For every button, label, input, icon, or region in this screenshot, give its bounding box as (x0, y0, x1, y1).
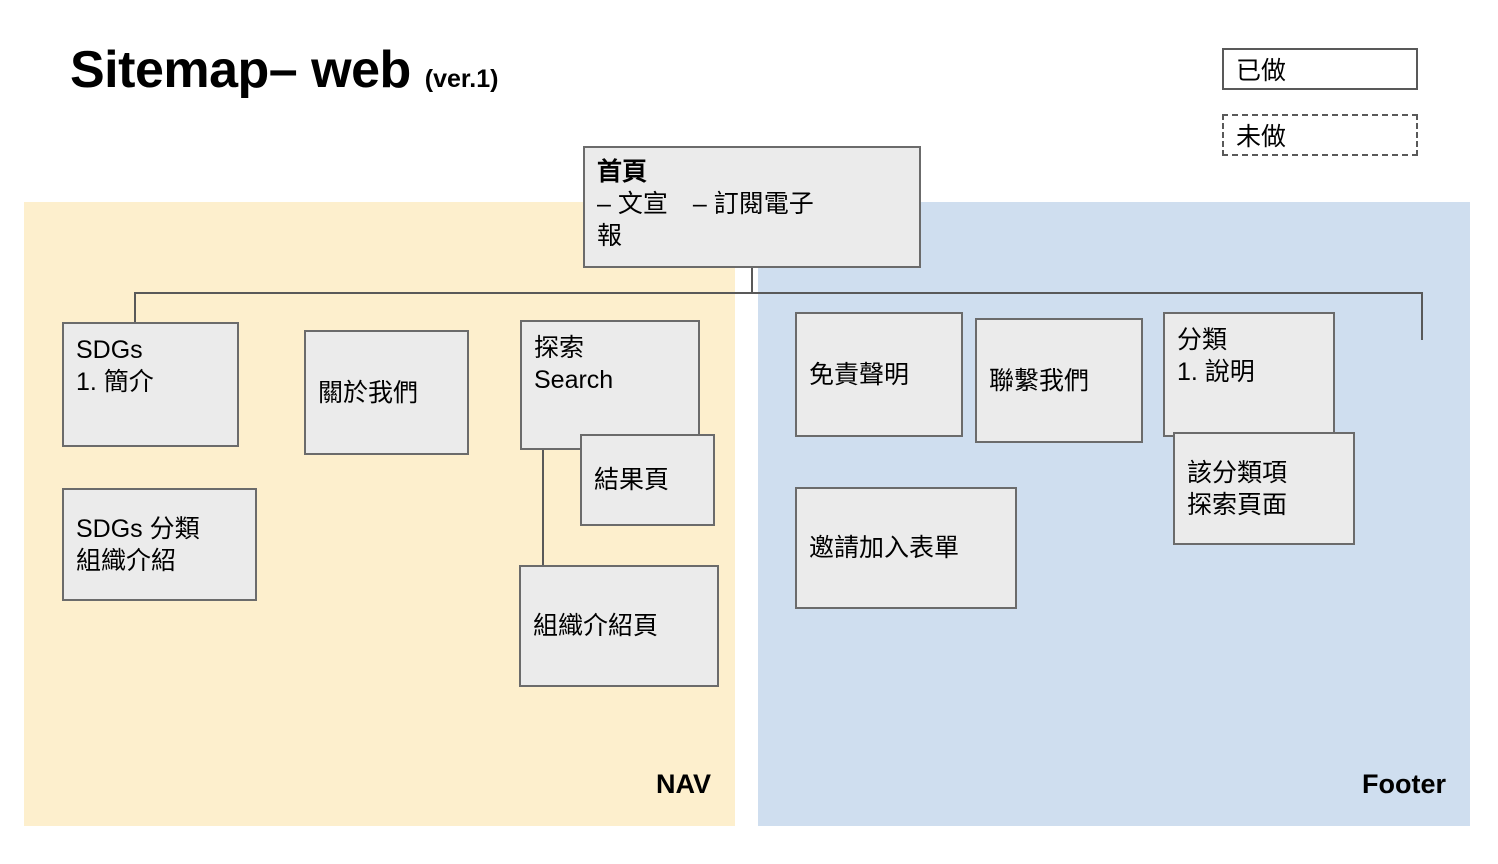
node-sdgs-category-line1: SDGs 分類 (76, 514, 200, 543)
legend-todo-label: 未做 (1236, 123, 1287, 151)
node-category[interactable]: 分類 1. 說明 (1163, 312, 1335, 437)
node-sdgs-category-org-intro[interactable]: SDGs 分類 組織介紹 (62, 488, 257, 601)
node-category-line2: 1. 說明 (1177, 358, 1255, 386)
page-title: Sitemap– web (ver.1) (70, 44, 498, 96)
node-category-explore-line1: 該分類項 (1187, 458, 1288, 487)
node-disclaimer[interactable]: 免責聲明 (795, 312, 963, 437)
node-explore-search[interactable]: 探索 Search (520, 320, 700, 450)
node-category-line1: 分類 (1177, 326, 1228, 354)
node-category-explore-page[interactable]: 該分類項 探索頁面 (1173, 432, 1355, 545)
legend-done-label: 已做 (1236, 57, 1287, 85)
node-result-page-label: 結果頁 (594, 466, 670, 494)
node-disclaimer-label: 免責聲明 (809, 360, 910, 389)
node-org-intro-page[interactable]: 組織介紹頁 (519, 565, 719, 687)
node-invite-join-form-label: 邀請加入表單 (809, 534, 960, 562)
node-invite-join-form[interactable]: 邀請加入表單 (795, 487, 1017, 609)
section-nav-label: NAV (655, 769, 711, 799)
section-footer-label: Footer (1362, 769, 1446, 799)
node-contact-us-label: 聯繫我們 (989, 366, 1090, 395)
node-sdgs-line2: 1. 簡介 (76, 368, 154, 396)
node-sdgs[interactable]: SDGs 1. 簡介 (62, 322, 239, 447)
node-result-page[interactable]: 結果頁 (580, 434, 715, 526)
node-home-sub-line1: – 文宣 – 訂閱電子 (597, 190, 814, 218)
node-explore-line1: 探索 (534, 334, 585, 362)
node-category-explore-line2: 探索頁面 (1187, 490, 1288, 519)
node-explore-line2: Search (534, 366, 614, 394)
node-about-us[interactable]: 關於我們 (304, 330, 469, 455)
node-sdgs-line1: SDGs (76, 336, 143, 364)
title-version: (ver.1) (424, 65, 499, 93)
legend-todo-box: 未做 (1222, 114, 1418, 156)
node-org-intro-page-label: 組織介紹頁 (533, 612, 659, 640)
node-home-title: 首頁 (597, 158, 648, 186)
node-contact-us[interactable]: 聯繫我們 (975, 318, 1143, 443)
node-home-sub-line2: 報 (597, 222, 623, 250)
node-about-us-label: 關於我們 (318, 378, 419, 407)
node-home[interactable]: 首頁 – 文宣 – 訂閱電子 報 (583, 146, 921, 268)
legend-done-box: 已做 (1222, 48, 1418, 90)
title-text: Sitemap– web (70, 41, 411, 99)
node-sdgs-category-line2: 組織介紹 (76, 546, 177, 575)
